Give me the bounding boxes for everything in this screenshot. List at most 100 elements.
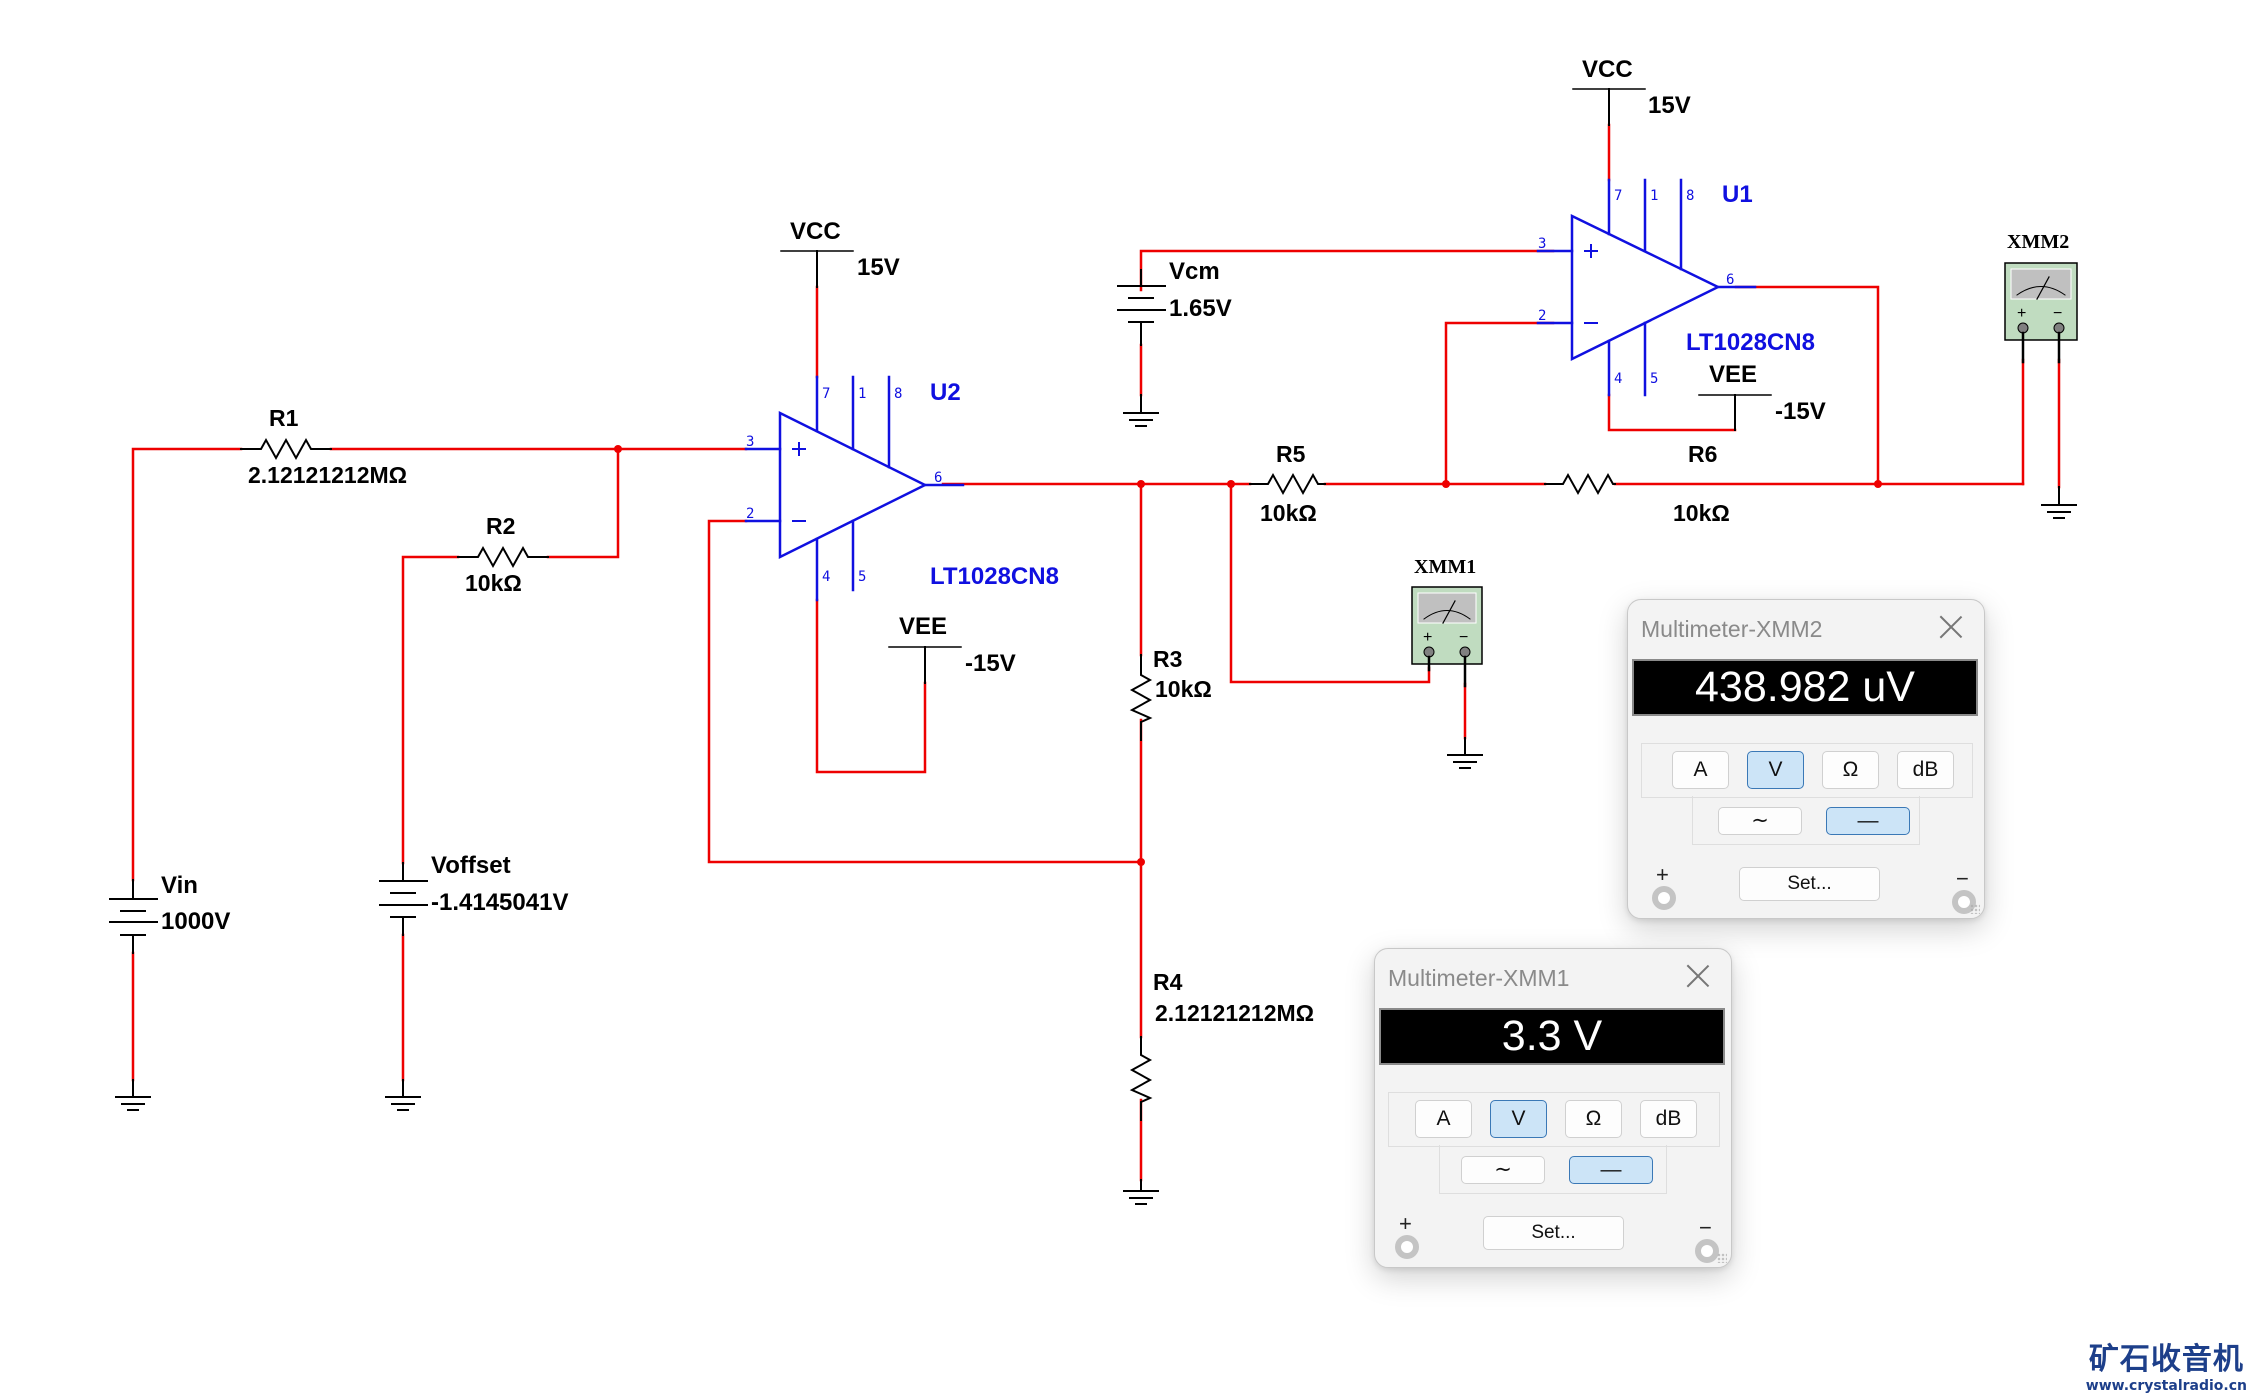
multimeter-xmm2-window[interactable]: Multimeter-XMM2 438.982 uV A V Ω dB ∼ — … bbox=[1627, 599, 1985, 919]
ground-icon bbox=[385, 1079, 421, 1111]
junction-dot bbox=[614, 445, 622, 453]
xmm1-plus-label: + bbox=[1423, 629, 1432, 646]
function-group bbox=[1388, 1092, 1720, 1147]
u1-pin-4: 4 bbox=[1614, 371, 1622, 387]
vee-u1-label: VEE bbox=[1709, 361, 1757, 388]
wire-voffset-r2[interactable] bbox=[401, 555, 460, 865]
xmm1-label: XMM1 bbox=[1414, 556, 1476, 578]
u1-pin-6: 6 bbox=[1726, 272, 1734, 288]
vee-u2-label: VEE bbox=[899, 613, 947, 640]
r6-label: R6 bbox=[1688, 441, 1717, 467]
r4-label: R4 bbox=[1153, 969, 1183, 995]
wire-u1-inv[interactable] bbox=[1444, 321, 1555, 486]
vee-rail-u1[interactable] bbox=[1698, 394, 1772, 431]
vin-value: 1000V bbox=[161, 908, 230, 935]
xmm2-plus-label: + bbox=[2017, 305, 2026, 322]
dc-mode-button[interactable]: — bbox=[1826, 807, 1910, 835]
junction-dot bbox=[1227, 480, 1235, 488]
voltmeter-button[interactable]: V bbox=[1747, 751, 1804, 789]
r3-label: R3 bbox=[1153, 646, 1182, 672]
resize-grip[interactable] bbox=[1970, 904, 1980, 914]
set-button[interactable]: Set... bbox=[1739, 867, 1880, 901]
ground-icon bbox=[115, 1079, 151, 1111]
u1-pin-7: 7 bbox=[1614, 188, 1622, 204]
wire-u2-feedback[interactable] bbox=[707, 519, 1143, 864]
resistor-r3[interactable] bbox=[1129, 654, 1153, 741]
resistor-r6[interactable] bbox=[1544, 472, 1616, 496]
junction-dot bbox=[1874, 480, 1882, 488]
decibel-button[interactable]: dB bbox=[1640, 1100, 1697, 1138]
minus-terminal-label: − bbox=[1956, 866, 1969, 891]
u2-pin-5: 5 bbox=[858, 569, 866, 585]
reading-display: 438.982 uV bbox=[1632, 659, 1978, 716]
wire-u1-out[interactable] bbox=[1734, 285, 1880, 486]
wires bbox=[131, 123, 2061, 1182]
ground-icon bbox=[1447, 737, 1483, 769]
battery-vcm[interactable] bbox=[1117, 269, 1166, 346]
r1-value: 2.12121212MΩ bbox=[248, 462, 407, 488]
function-group bbox=[1641, 743, 1973, 798]
ammeter-button[interactable]: A bbox=[1415, 1100, 1472, 1138]
vee-rail-u2[interactable] bbox=[888, 646, 962, 684]
vcc-rail-u2[interactable] bbox=[780, 250, 854, 288]
wire-xmm1-plus[interactable] bbox=[1229, 482, 1431, 684]
resize-grip[interactable] bbox=[1717, 1253, 1727, 1263]
set-button[interactable]: Set... bbox=[1483, 1216, 1624, 1250]
xmm1-instrument-icon[interactable] bbox=[1411, 586, 1483, 688]
ac-mode-button[interactable]: ∼ bbox=[1718, 807, 1802, 835]
minus-terminal[interactable] bbox=[1695, 1239, 1719, 1263]
battery-vin[interactable] bbox=[109, 879, 158, 954]
voffset-value: -1.4145041V bbox=[431, 889, 568, 916]
xmm1-minus-label: − bbox=[1459, 629, 1468, 646]
vcc-u2-value: 15V bbox=[857, 254, 900, 281]
multimeter-xmm1-window[interactable]: Multimeter-XMM1 3.3 V A V Ω dB ∼ — Set..… bbox=[1374, 948, 1732, 1268]
r6-value: 10kΩ bbox=[1673, 500, 1730, 526]
close-icon[interactable] bbox=[1938, 614, 1964, 640]
r5-label: R5 bbox=[1276, 441, 1306, 467]
vee-u2-value: -15V bbox=[965, 650, 1016, 677]
u2-pin-2: 2 bbox=[746, 506, 754, 522]
vcc-u2-label: VCC bbox=[790, 218, 841, 245]
resistor-r5[interactable] bbox=[1249, 472, 1326, 496]
wire-r2-junction[interactable] bbox=[546, 447, 620, 559]
ohmmeter-button[interactable]: Ω bbox=[1565, 1100, 1622, 1138]
wire-vin-r1[interactable] bbox=[131, 447, 243, 882]
u1-ref: U1 bbox=[1722, 181, 1753, 208]
battery-voffset[interactable] bbox=[379, 862, 428, 936]
resistor-r1[interactable] bbox=[240, 437, 332, 461]
ohmmeter-button[interactable]: Ω bbox=[1822, 751, 1879, 789]
close-icon[interactable] bbox=[1685, 963, 1711, 989]
opamp-u1[interactable] bbox=[1536, 178, 1757, 397]
ammeter-button[interactable]: A bbox=[1672, 751, 1729, 789]
vcc-u1-value: 15V bbox=[1648, 92, 1691, 119]
vcm-label: Vcm bbox=[1169, 258, 1220, 285]
wire-u2-vee[interactable] bbox=[815, 598, 927, 774]
voltmeter-button[interactable]: V bbox=[1490, 1100, 1547, 1138]
watermark-url: www.crystalradio.cn bbox=[2085, 1378, 2247, 1394]
u1-pin-3: 3 bbox=[1538, 236, 1546, 252]
u2-pin-7: 7 bbox=[822, 386, 830, 402]
resistor-r4[interactable] bbox=[1129, 1036, 1153, 1121]
resistor-r2[interactable] bbox=[457, 545, 549, 569]
ac-mode-button[interactable]: ∼ bbox=[1461, 1156, 1545, 1184]
u2-pin-8: 8 bbox=[894, 386, 902, 402]
dc-mode-button[interactable]: — bbox=[1569, 1156, 1653, 1184]
r1-label: R1 bbox=[269, 405, 299, 431]
u1-pin-8: 8 bbox=[1686, 188, 1694, 204]
watermark: 矿石收音机 www.crystalradio.cn bbox=[2086, 1342, 2247, 1394]
xmm2-label: XMM2 bbox=[2007, 231, 2069, 253]
vin-label: Vin bbox=[161, 872, 198, 899]
vcc-rail-u1[interactable] bbox=[1572, 88, 1646, 126]
mode-group bbox=[1439, 1145, 1667, 1194]
wire-u1-vee[interactable] bbox=[1607, 393, 1737, 432]
plus-terminal-label: + bbox=[1399, 1211, 1412, 1236]
plus-terminal[interactable] bbox=[1652, 886, 1676, 910]
mode-group bbox=[1692, 796, 1920, 845]
plus-terminal[interactable] bbox=[1395, 1235, 1419, 1259]
xmm2-instrument-icon[interactable] bbox=[2004, 262, 2078, 364]
decibel-button[interactable]: dB bbox=[1897, 751, 1954, 789]
watermark-title: 矿石收音机 bbox=[2088, 1342, 2244, 1377]
vee-u1-value: -15V bbox=[1775, 398, 1826, 425]
opamp-u2[interactable] bbox=[744, 375, 965, 602]
